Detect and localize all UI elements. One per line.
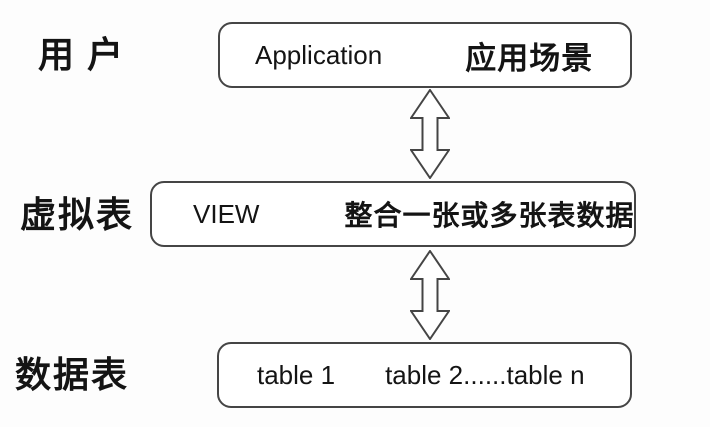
tables-node-description: table 2......table n: [385, 359, 585, 390]
double-arrow-vertical-icon: [410, 89, 450, 179]
layer-label-virtual-table: 虚拟表: [20, 194, 135, 235]
application-node-name: Application: [255, 39, 383, 70]
double-arrow-vertical-icon: [410, 250, 450, 340]
view-node-name: VIEW: [193, 198, 260, 229]
application-node-description: 应用场景: [465, 40, 594, 76]
layer-label-user: 用户: [38, 34, 137, 75]
view-node-description: 整合一张或多张表数据: [344, 200, 635, 231]
application-node: Application 应用场景: [218, 22, 632, 88]
tables-node: table 1 table 2......table n: [217, 342, 632, 408]
layer-label-data-table: 数据表: [15, 354, 130, 395]
view-node: VIEW 整合一张或多张表数据: [150, 181, 636, 247]
tables-node-name: table 1: [257, 359, 336, 390]
